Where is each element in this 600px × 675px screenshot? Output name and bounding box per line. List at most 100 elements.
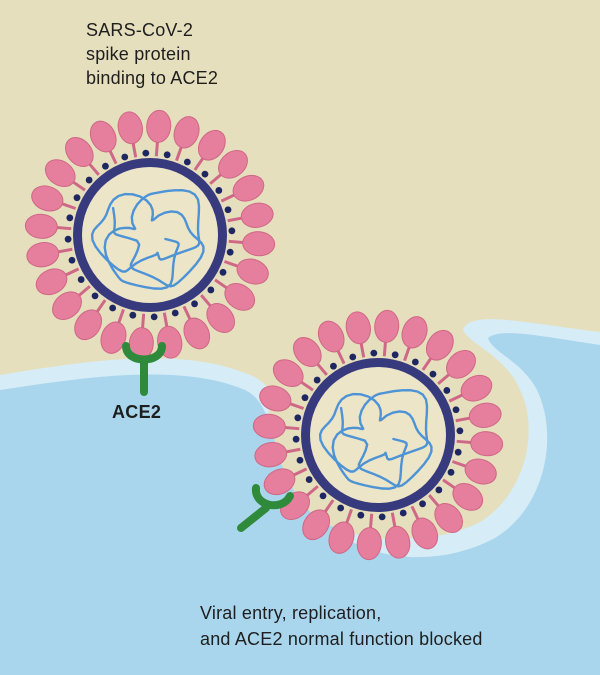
spike-protein	[356, 527, 382, 561]
spike-protein	[65, 137, 94, 167]
membrane-protein	[337, 504, 345, 512]
spike-stalk	[154, 140, 160, 157]
membrane-protein	[399, 509, 407, 517]
spike-protein	[206, 303, 235, 333]
spike-stalk	[228, 239, 245, 245]
spike-stalk	[291, 467, 308, 478]
spike-protein	[385, 525, 411, 559]
spike-stalk	[76, 285, 91, 298]
spike-stalk	[410, 505, 421, 522]
membrane-protein	[150, 313, 158, 321]
spike-protein	[272, 359, 304, 388]
spike-stalk	[455, 416, 472, 423]
spike-protein	[242, 231, 276, 257]
spike-protein	[218, 150, 248, 179]
spike-stalk	[382, 340, 388, 357]
membrane-protein	[183, 158, 191, 166]
spike-protein	[401, 316, 428, 349]
spike-stalk	[428, 494, 441, 509]
membrane-protein	[313, 376, 321, 384]
membrane-protein	[73, 194, 81, 202]
spike-protein	[452, 482, 484, 511]
spike-stalk	[220, 192, 237, 203]
spike-stalk	[193, 155, 206, 171]
spike-stalk	[451, 460, 469, 469]
membrane-protein	[226, 248, 234, 256]
membrane-protein	[349, 353, 357, 361]
membrane-protein	[77, 276, 85, 283]
membrane-protein	[142, 149, 150, 157]
spike-protein	[470, 431, 504, 457]
spike-stalk	[140, 313, 146, 330]
spike-stalk	[456, 439, 473, 445]
membrane-protein	[224, 206, 232, 214]
membrane-protein	[319, 492, 327, 500]
spike-stalk	[287, 401, 305, 410]
membrane-protein	[443, 387, 451, 394]
spike-protein	[328, 521, 355, 554]
spike-stalk	[437, 372, 452, 385]
membrane-protein	[435, 486, 443, 494]
membrane-protein	[370, 349, 378, 357]
membrane-protein	[171, 309, 179, 317]
spike-protein	[411, 517, 439, 550]
spike-protein	[317, 320, 345, 353]
caption-line-1: Viral entry, replication,	[200, 603, 382, 623]
spike-protein	[460, 374, 493, 402]
diagram-caption: Viral entry, replication, and ACE2 norma…	[200, 600, 483, 652]
spike-stalk	[182, 305, 193, 322]
membrane-protein	[68, 256, 76, 264]
membrane-protein	[219, 268, 227, 276]
diagram-title: SARS-CoV-2 spike protein binding to ACE2	[86, 18, 218, 90]
spike-protein	[232, 174, 265, 202]
spike-protein	[464, 458, 497, 485]
membrane-protein	[129, 311, 137, 319]
ace2-receptor-internalized	[237, 484, 294, 532]
spike-protein	[236, 258, 269, 285]
spike-protein	[197, 129, 226, 161]
spike-stalk	[403, 344, 412, 362]
spike-stalk	[421, 355, 434, 371]
spike-protein	[24, 213, 58, 239]
spike-stalk	[315, 361, 328, 376]
membrane-protein	[163, 151, 171, 159]
spike-protein	[183, 317, 211, 350]
membrane-protein	[452, 406, 460, 414]
spike-stalk	[223, 260, 241, 269]
ace2-receptor-surface	[122, 342, 166, 396]
spike-protein	[146, 109, 172, 143]
spike-protein	[224, 282, 256, 311]
spike-stalk	[322, 499, 335, 515]
spike-protein	[26, 242, 60, 268]
spike-stalk	[209, 172, 224, 185]
viral-rna	[318, 389, 433, 490]
spike-stalk	[283, 425, 300, 431]
membrane-protein	[66, 214, 74, 222]
spike-stalk	[344, 508, 353, 526]
spike-protein	[434, 503, 463, 533]
spike-protein	[35, 268, 68, 296]
spike-stalk	[175, 144, 184, 162]
spike-stalk	[442, 478, 458, 491]
membrane-protein	[207, 286, 215, 294]
spike-stalk	[335, 348, 346, 365]
spike-stalk	[390, 512, 397, 529]
spike-stalk	[94, 299, 107, 315]
spike-protein	[117, 111, 143, 145]
spike-protein	[252, 413, 286, 439]
virion-binding	[24, 109, 276, 361]
spike-protein	[425, 329, 454, 361]
membrane-protein	[305, 476, 313, 483]
spike-stalk	[162, 312, 169, 329]
spike-stalk	[227, 216, 244, 223]
membrane-protein	[228, 227, 236, 235]
spike-stalk	[448, 392, 465, 403]
spike-protein	[254, 442, 288, 468]
spike-stalk	[200, 294, 213, 309]
spike-stalk	[70, 179, 86, 192]
spike-protein	[263, 468, 296, 496]
spike-protein	[173, 116, 200, 149]
title-line-2: spike protein	[86, 44, 191, 64]
spike-protein	[302, 509, 331, 541]
